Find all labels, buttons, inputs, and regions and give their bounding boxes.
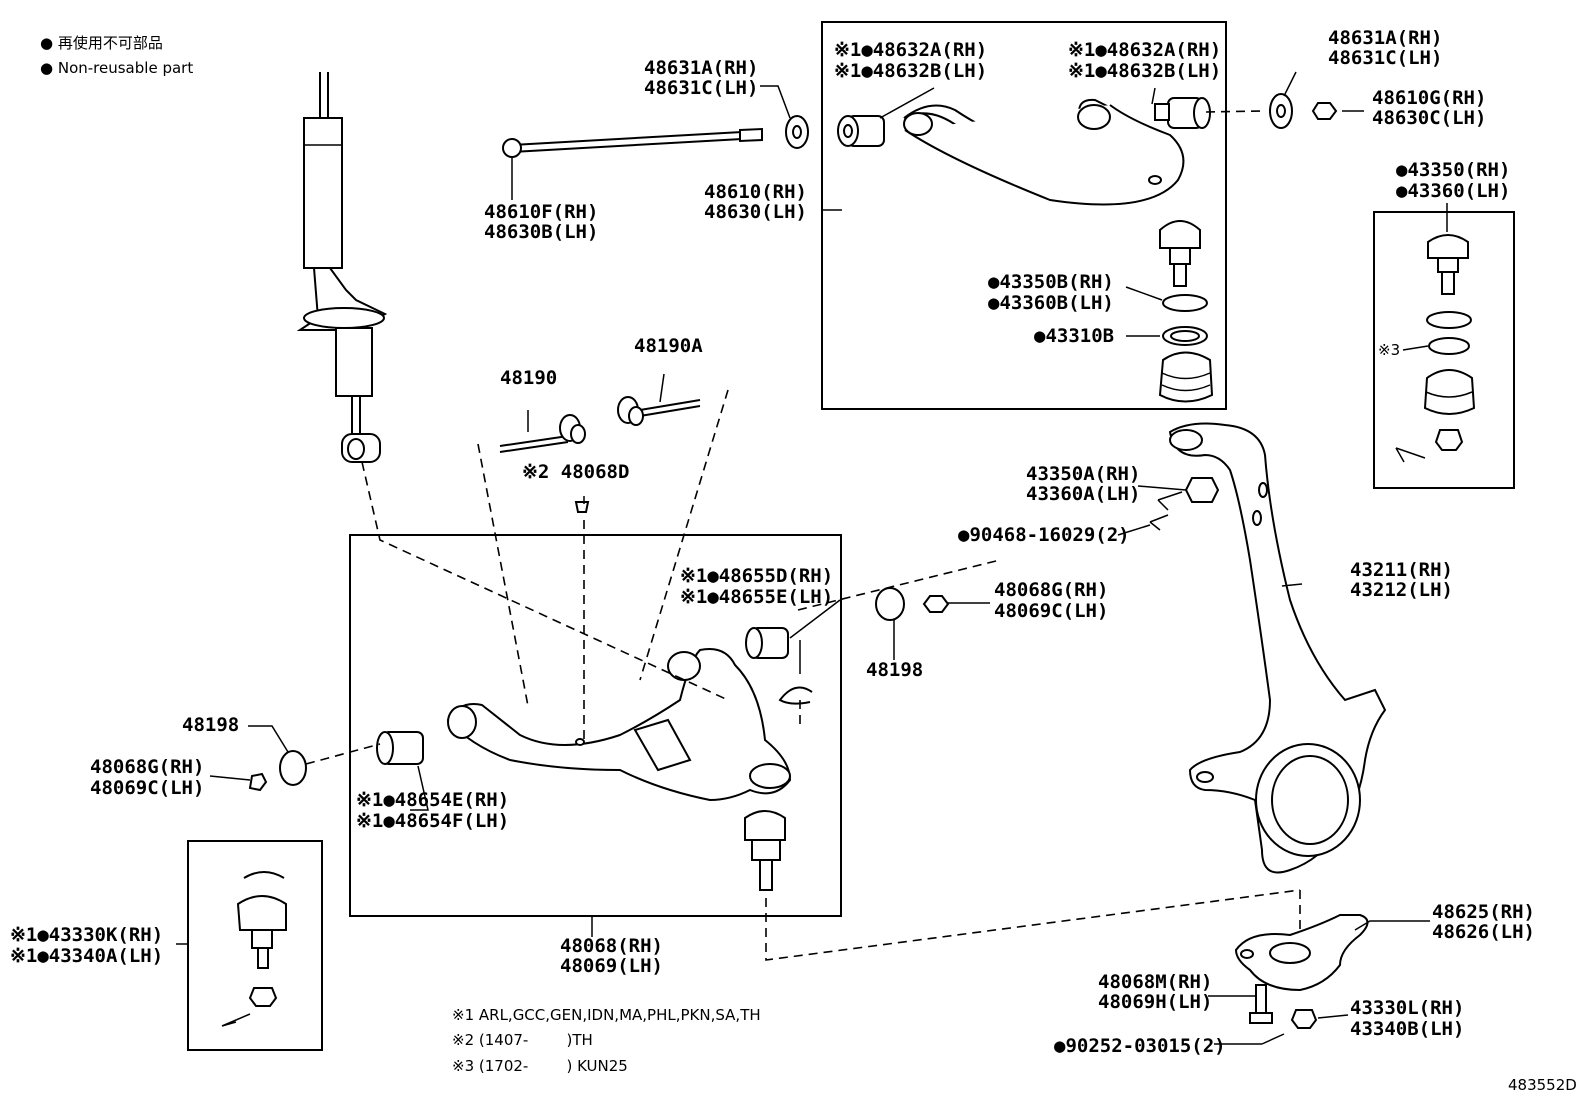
label-lower-ball-rh: ※1●43330K(RH): [10, 924, 163, 946]
steering-knuckle: [1168, 422, 1387, 874]
label-nut-left-lh: 48069C(LH): [90, 777, 204, 799]
cotter-pin-icon: [1157, 491, 1183, 511]
note-3: ※3 (1702- ) KUN25: [452, 1057, 628, 1075]
legend-ja: ● 再使用不可部品: [40, 34, 163, 52]
cotter-pin-icon: [1261, 1033, 1285, 1045]
label-top-right-rh: 48631A(RH): [1328, 27, 1442, 49]
label-lower-ball-lh: ※1●43340A(LH): [10, 945, 163, 967]
label-knuckle-rh: 43211(RH): [1350, 559, 1453, 581]
note-2: ※2 (1407- )TH: [452, 1031, 593, 1049]
label-nut-lh: 48630C(LH): [1372, 107, 1486, 129]
lower-ball-joint-2: [221, 871, 287, 1027]
legend-en: ● Non-reusable part: [40, 59, 193, 77]
rod: [502, 127, 763, 158]
label-nut-left-rh: 48068G(RH): [90, 756, 204, 778]
upper-arm: [903, 98, 1185, 206]
label-upper-boot-rh: ●43350B(RH): [988, 271, 1114, 293]
label-cotter-pin: ●90468-16029(2): [958, 524, 1130, 546]
label-nut-right-rh: 48068G(RH): [994, 579, 1108, 601]
label-bolt-48190a: 48190A: [634, 335, 703, 357]
shock-absorber: [296, 72, 388, 463]
label-adapter-bolt-rh: 48068M(RH): [1098, 971, 1212, 993]
nut-icon: [248, 772, 268, 792]
label-adapter-nut-rh: 43330L(RH): [1350, 997, 1464, 1019]
lower-ball-joint: [744, 810, 786, 891]
label-upper-arm-rh: 48610(RH): [704, 181, 807, 203]
upper-ball-joint-group-box: [1373, 211, 1515, 489]
leader-lines: [176, 71, 1448, 1045]
label-upper-bush-l-rh: ※1●48632A(RH): [834, 39, 987, 61]
label-upper-arm-lh: 48630(LH): [704, 201, 807, 223]
label-adapter-pin: ●90252-03015(2): [1054, 1035, 1226, 1057]
nut-icon: [1290, 1009, 1318, 1029]
legend: ● 再使用不可部品 ● Non-reusable part: [40, 34, 193, 77]
applicability-notes: ※1 ARL,GCC,GEN,IDN,MA,PHL,PKN,SA,TH ※2 (…: [452, 1006, 761, 1075]
snap-ring-icon: [778, 686, 813, 705]
adapter: [1234, 914, 1369, 992]
label-adapter-lh: 48626(LH): [1432, 921, 1535, 943]
label-upper-bush-r-rh: ※1●48632A(RH): [1068, 39, 1221, 61]
label-lower-bush-left-lh: ※1●48654F(LH): [356, 810, 509, 832]
label-upper-bush-r-lh: ※1●48632B(LH): [1068, 60, 1221, 82]
label-knuckle-lh: 43212(LH): [1350, 579, 1453, 601]
label-washer-48198-left: 48198: [182, 714, 239, 736]
label-shock-mount-lh: 48631C(LH): [644, 77, 758, 99]
label-nut-right-lh: 48069C(LH): [994, 600, 1108, 622]
dashed-guides: [305, 110, 1301, 961]
label-upper-ring: ●43310B: [1034, 325, 1114, 347]
part-labels: 48631A(RH) 48631C(LH) 48610F(RH) 48630B(…: [10, 27, 1577, 1094]
label-ball-upper-rh: ●43350(RH): [1396, 159, 1510, 181]
label-washer-48198-right: 48198: [866, 659, 923, 681]
diagram-id: 483552D: [1508, 1076, 1577, 1094]
label-upper-bush-l-lh: ※1●48632B(LH): [834, 60, 987, 82]
note-1: ※1 ARL,GCC,GEN,IDN,MA,PHL,PKN,SA,TH: [452, 1006, 761, 1024]
upper-arm-group-box: [821, 21, 1227, 410]
label-nut-rh: 48610G(RH): [1372, 87, 1486, 109]
label-lower-bush-right-lh: ※1●48655E(LH): [680, 586, 833, 608]
washer-icon: [279, 750, 307, 786]
label-knuckle-nut-lh: 43360A(LH): [1026, 483, 1140, 505]
label-note3-mark: ※3: [1378, 341, 1400, 359]
label-lower-arm-lh: 48069(LH): [560, 955, 663, 977]
label-adapter-nut-lh: 43340B(LH): [1350, 1018, 1464, 1040]
label-shock-mount-rh: 48631A(RH): [644, 57, 758, 79]
label-rod-lh: 48630B(LH): [484, 221, 598, 243]
nut-icon: [1311, 102, 1338, 120]
label-lower-arm-rh: 48068(RH): [560, 935, 663, 957]
lower-arm: [446, 648, 792, 802]
label-ball-upper-lh: ●43360(LH): [1396, 180, 1510, 202]
upper-ball-joint-2: [1395, 234, 1476, 463]
lower-ball-joint-group-box: [187, 840, 323, 1051]
nut-icon: [922, 595, 950, 613]
nut-icon: [1184, 477, 1220, 503]
label-adapter-bolt-lh: 48069H(LH): [1098, 991, 1212, 1013]
bolt-48190a: [617, 396, 701, 426]
label-bolt-48190: 48190: [500, 367, 557, 389]
cam-icon: [574, 501, 590, 513]
label-adapter-rh: 48625(RH): [1432, 901, 1535, 923]
label-lower-bush-right-rh: ※1●48655D(RH): [680, 565, 833, 587]
adapter-bolt: [1249, 984, 1273, 1024]
label-rod-rh: 48610F(RH): [484, 201, 598, 223]
upper-bushing-left: [837, 115, 885, 147]
upper-ball-joint: [1158, 220, 1214, 403]
label-lower-bush-left-rh: ※1●48654E(RH): [356, 789, 509, 811]
upper-bushing-right: [1154, 97, 1211, 129]
label-upper-boot-lh: ●43360B(LH): [988, 292, 1114, 314]
lower-bushing-right: [745, 627, 789, 659]
label-top-right-lh: 48631C(LH): [1328, 47, 1442, 69]
bolt-48190: [499, 414, 586, 453]
lower-bushing-left: [376, 731, 424, 765]
washer-icon: [875, 587, 905, 621]
lower-arm-group-box: [349, 534, 842, 917]
label-cam-48068d: ※2 48068D: [522, 461, 629, 483]
label-knuckle-nut-rh: 43350A(RH): [1026, 463, 1140, 485]
